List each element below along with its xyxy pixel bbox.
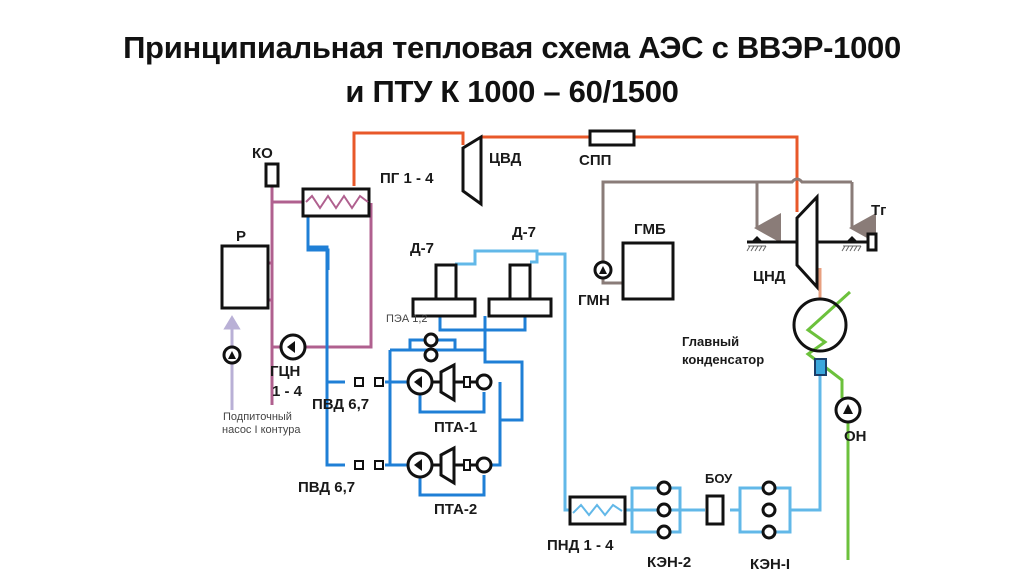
label-gmb: ГМБ xyxy=(634,221,666,238)
diagram-title-line-1: Принципиальная тепловая схема АЭС с ВВЭР… xyxy=(123,30,901,65)
label-condenser-2: конденсатор xyxy=(682,352,764,367)
label-d7-right: Д-7 xyxy=(512,224,536,241)
on-pump-arrow xyxy=(843,404,853,414)
pressurizer-relief-tank xyxy=(264,162,280,188)
deaerator-right xyxy=(487,263,553,318)
pipe-deaerator-to-pnd xyxy=(537,252,570,512)
label-pta-2: ПТА-2 xyxy=(434,501,477,518)
makeup-pump-arrow xyxy=(228,351,236,359)
gcn-pump-arrow xyxy=(287,341,295,353)
label-gcn: ГЦН xyxy=(270,363,300,380)
ken-1-pumps xyxy=(761,480,777,540)
label-pvd-bottom: ПВД 6,7 xyxy=(298,479,355,496)
label-pvd-top: ПВД 6,7 xyxy=(312,396,369,413)
condenser-hotwell xyxy=(814,358,827,376)
pvd-heaters-bottom xyxy=(354,460,384,470)
deaerator-left xyxy=(411,263,477,318)
label-cvd: ЦВД xyxy=(489,150,522,167)
cooling-water-pipes xyxy=(805,290,852,560)
label-tg: Тг xyxy=(871,202,886,219)
pipe-condensate-up xyxy=(790,375,822,512)
pea-pumps xyxy=(423,332,439,363)
gmn-pump-arrow xyxy=(599,266,607,274)
generator xyxy=(866,232,878,252)
label-boy: БОУ xyxy=(705,471,733,486)
label-cnd: ЦНД xyxy=(753,268,786,285)
label-ko: КО xyxy=(252,145,273,162)
low-pressure-heaters xyxy=(568,495,627,526)
pipe-pg-feed xyxy=(306,215,345,467)
label-on: ОН xyxy=(844,428,867,445)
pta-1-unit xyxy=(406,362,493,403)
makeup-line xyxy=(223,315,241,410)
label-makeup-pump-loop: насос I контура xyxy=(222,424,301,436)
pnd-coil xyxy=(572,503,623,517)
moisture-separator-reheater xyxy=(588,129,636,147)
ken-2-pumps xyxy=(656,480,672,540)
label-pg: ПГ 1 - 4 xyxy=(380,170,434,187)
label-pta-1: ПТА-1 xyxy=(434,419,477,436)
label-gcn-count: 1 - 4 xyxy=(272,383,303,400)
sg-coil xyxy=(305,194,369,210)
bearing-left xyxy=(746,236,767,252)
bearing-right xyxy=(841,236,862,252)
label-ken-2: КЭН-2 xyxy=(647,554,691,571)
steam-generator xyxy=(301,187,371,218)
pta-2-unit xyxy=(406,445,493,486)
label-reactor: Р xyxy=(236,228,246,245)
extraction-pipes xyxy=(601,177,876,285)
primary-loop-pipes xyxy=(268,186,373,405)
reactor xyxy=(220,244,270,310)
high-pressure-cylinder xyxy=(461,134,483,207)
label-gmn: ГМН xyxy=(578,292,610,309)
diagram-title-line-2: и ПТУ К 1000 – 60/1500 xyxy=(345,74,679,109)
label-pea: ПЭА 1,2 xyxy=(386,313,428,325)
label-condenser: Главный xyxy=(682,334,739,349)
label-ken-1: КЭН-I xyxy=(750,556,790,573)
label-spp: СПП xyxy=(579,152,611,169)
main-condenser xyxy=(792,297,848,353)
pvd-heaters-top xyxy=(354,377,384,387)
label-pnd: ПНД 1 - 4 xyxy=(547,537,614,554)
label-d7-left: Д-7 xyxy=(410,240,434,257)
feedwater-pipes xyxy=(306,215,527,497)
low-pressure-cylinder xyxy=(795,193,819,291)
pipe-pg-return xyxy=(329,203,373,349)
condensate-polishing-unit xyxy=(705,494,725,526)
live-steam-pipes xyxy=(352,131,822,298)
label-makeup-pump: Подпиточный xyxy=(223,411,292,423)
main-oil-tank xyxy=(621,241,675,301)
